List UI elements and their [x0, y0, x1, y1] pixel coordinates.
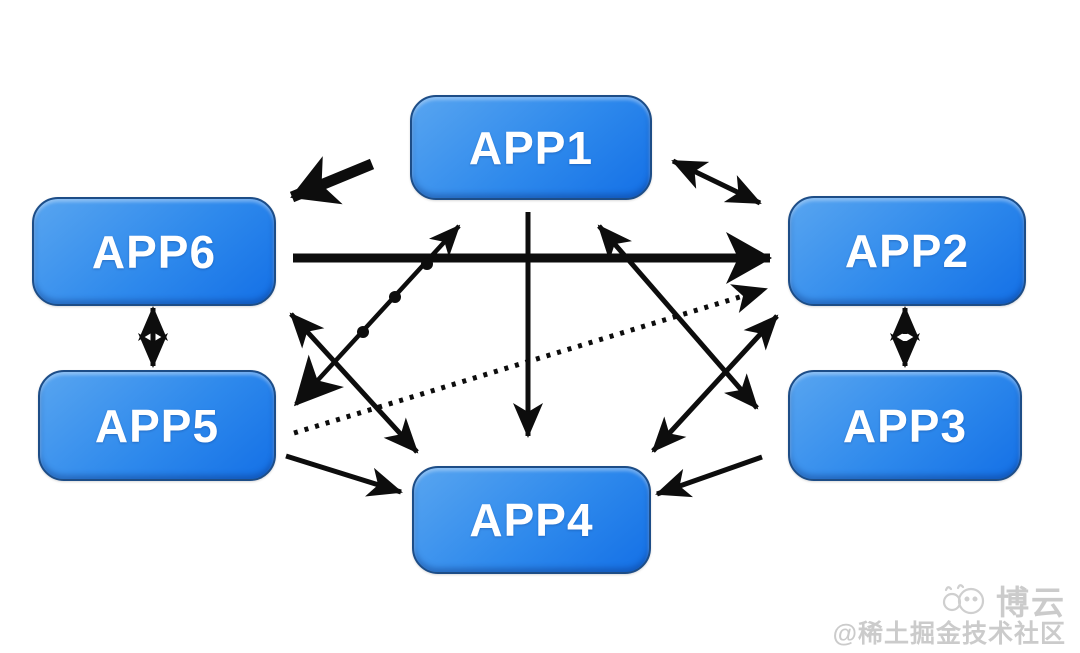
edge-dot	[357, 326, 369, 338]
edge-dot	[421, 258, 433, 270]
watermark: 博云 @稀土掘金技术社区	[833, 580, 1066, 647]
edge-app3-app4	[655, 454, 763, 498]
edges-group	[138, 156, 920, 498]
node-app2: APP2	[788, 196, 1026, 306]
node-app6: APP6	[32, 197, 276, 306]
node-label-app1: APP1	[468, 121, 594, 174]
watermark-brand: 博云	[996, 584, 1066, 622]
node-label-app3: APP3	[842, 399, 968, 452]
edge-app6-app4	[289, 312, 419, 454]
edge-dot	[389, 291, 401, 303]
node-app1: APP1	[410, 95, 652, 200]
edge-app5-app4	[285, 453, 403, 497]
edge-app2-app4	[651, 314, 779, 453]
edge-app5-app1	[293, 224, 461, 407]
node-label-app5: APP5	[94, 399, 220, 452]
mascot-icon	[938, 580, 990, 621]
node-label-app2: APP2	[844, 225, 970, 277]
node-label-app6: APP6	[91, 225, 217, 278]
node-app3: APP3	[788, 370, 1022, 481]
node-app4: APP4	[412, 466, 651, 574]
edge-app1-app2	[671, 158, 762, 206]
edge-app1-app6	[289, 156, 375, 205]
node-label-app4: APP4	[469, 494, 594, 546]
watermark-community: @稀土掘金技术社区	[832, 619, 1066, 648]
edge-app1-app3	[597, 224, 759, 410]
node-app5: APP5	[38, 370, 276, 481]
